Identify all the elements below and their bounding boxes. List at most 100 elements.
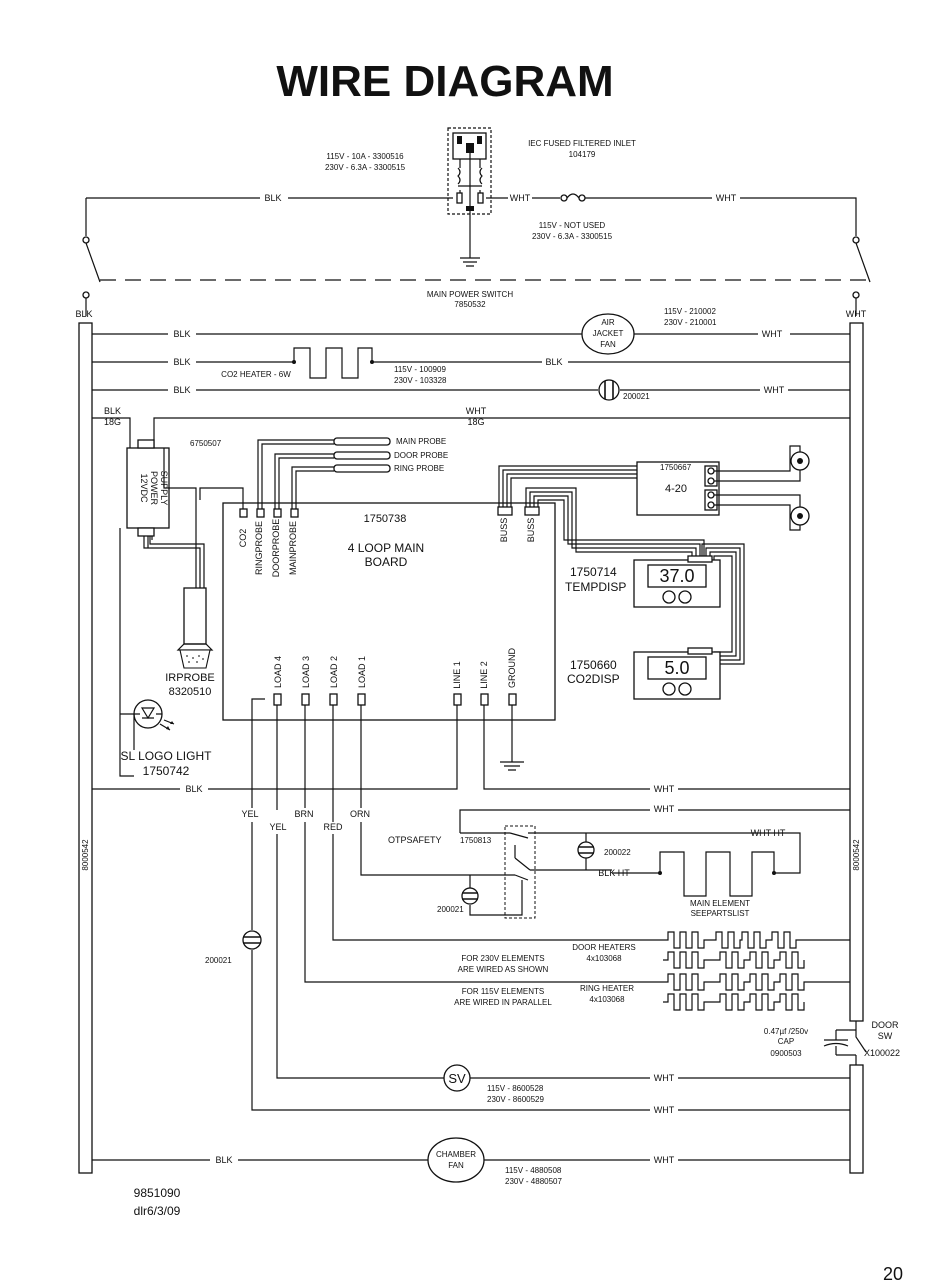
door-heaters-part-label: 4x103068 xyxy=(586,954,622,963)
page-number: 20 xyxy=(883,1264,903,1284)
note-115v-line1: FOR 115V ELEMENTS xyxy=(462,987,545,996)
ir-probe-part-label: 8320510 xyxy=(169,686,212,698)
air-fan-blk-label: BLK xyxy=(173,329,190,339)
note-115v-line2: ARE WIRED IN PARALLEL xyxy=(454,998,552,1007)
ring-probe-label: RING PROBE xyxy=(394,464,444,473)
main-element-wht-wire xyxy=(744,832,801,874)
door-heaters xyxy=(663,931,850,969)
temp-display xyxy=(633,555,721,608)
supply-wht-gauge-label: 18G xyxy=(467,417,484,427)
chamber-fan-label-2: FAN xyxy=(448,1161,464,1170)
right-rail-lower xyxy=(849,1064,864,1174)
board-line2-label: LINE 2 xyxy=(479,661,489,689)
thermo-top-part-label: 200021 xyxy=(623,392,650,401)
converter-name-label: 4-20 xyxy=(665,483,687,495)
board-buss-label-2: BUSS xyxy=(526,518,536,543)
fuse-2 xyxy=(560,193,586,202)
cap-rating-label: 0.47µf /250v xyxy=(764,1027,808,1036)
main-board-name-label-1: 4 LOOP MAIN xyxy=(348,541,424,555)
board-ringprobe-label: RINGPROBE xyxy=(254,521,264,575)
chamber-fan-230-label: 230V - 4880507 xyxy=(505,1177,562,1186)
logo-light xyxy=(120,699,175,750)
co2-display-name-label: CO2DISP xyxy=(567,672,620,686)
load2-red-label: RED xyxy=(323,822,343,832)
main-switch-part-label: 7850532 xyxy=(454,300,486,309)
main-probe-label: MAIN PROBE xyxy=(396,437,446,446)
logo-light-part-label: 1750742 xyxy=(143,764,190,778)
door-probe-label: DOOR PROBE xyxy=(394,451,448,460)
main-switch-name-label: MAIN POWER SWITCH xyxy=(427,290,513,299)
top-wht-label-2: WHT xyxy=(716,193,737,203)
co2-heater-blk-label: BLK xyxy=(173,357,190,367)
right-rail-upper xyxy=(849,322,864,1022)
load1-orn-label: ORN xyxy=(350,809,370,819)
door-sw-label-1: DOOR xyxy=(872,1020,900,1030)
converter-part-label: 1750667 xyxy=(660,463,692,472)
ring-heater-part-label: 4x103068 xyxy=(589,995,625,1004)
thermo-line-wht-label: WHT xyxy=(764,385,785,395)
ring-heater-name-label: RING HEATER xyxy=(580,984,634,993)
ir-probe-name-label: IRPROBE xyxy=(165,672,215,684)
logo-light-name-label: SL LOGO LIGHT xyxy=(121,749,213,763)
note-230v-line1: FOR 230V ELEMENTS xyxy=(461,954,544,963)
load4-yel-label-2: YEL xyxy=(269,822,286,832)
supply-blk-label: BLK xyxy=(104,406,121,416)
chamber-fan-blk-label: BLK xyxy=(215,1155,232,1165)
line1-blk-label: BLK xyxy=(185,784,202,794)
load3-brn-label: BRN xyxy=(294,809,313,819)
inlet-fuse-230-label: 230V - 6.3A - 3300515 xyxy=(325,163,406,172)
diagram-title: WIRE DIAGRAM xyxy=(276,57,613,106)
board-load2-label: LOAD 2 xyxy=(329,656,339,688)
thermo-otp-200021-label: 200021 xyxy=(437,905,464,914)
co2-display xyxy=(633,647,721,700)
fuse2-115-label: 115V - NOT USED xyxy=(539,221,606,230)
door-heaters-name-label: DOOR HEATERS xyxy=(572,943,635,952)
power-supply-label-2: POWER xyxy=(149,471,159,506)
power-supply-part-label: 6750507 xyxy=(190,439,222,448)
air-fan-label-3: FAN xyxy=(600,340,616,349)
co2-display-part-label: 1750660 xyxy=(570,658,617,672)
left-rail xyxy=(78,322,93,1174)
board-load4-label: LOAD 4 xyxy=(273,656,283,688)
probes xyxy=(333,437,391,473)
door-sw-label-2: SW xyxy=(878,1031,893,1041)
board-load3-label: LOAD 3 xyxy=(301,656,311,688)
co2-heater-name-label: CO2 HEATER - 6W xyxy=(221,370,291,379)
thermostat-200021-top xyxy=(598,379,620,401)
main-board xyxy=(222,502,556,721)
air-fan-115-label: 115V - 210002 xyxy=(664,307,716,316)
left-rail-blk-label: BLK xyxy=(75,309,92,319)
board-top-connectors xyxy=(239,506,540,518)
fuse2-230-label: 230V - 6.3A - 3300515 xyxy=(532,232,613,241)
chamber-fan xyxy=(427,1137,485,1183)
wht-ht-label: WHT HT xyxy=(751,828,786,838)
otp-safety xyxy=(460,825,744,919)
right-rail-wht-label: WHT xyxy=(846,309,867,319)
co2-heater-blk-label-2: BLK xyxy=(545,357,562,367)
board-buss-label-1: BUSS xyxy=(499,518,509,543)
inlet-part-label: 104179 xyxy=(569,150,596,159)
otp-wht-label: WHT xyxy=(654,804,675,814)
thermo-line-blk-label: BLK xyxy=(173,385,190,395)
main-element-label-2: SEEPARTSLIST xyxy=(691,909,750,918)
thermo-yel-part-label: 200021 xyxy=(205,956,232,965)
top-blk-label: BLK xyxy=(264,193,281,203)
air-fan-wht-label: WHT xyxy=(762,329,783,339)
main-board-name-label-2: BOARD xyxy=(365,555,408,569)
note-230v-line2: ARE WIRED AS SHOWN xyxy=(458,965,549,974)
top-wht-label-1: WHT xyxy=(510,193,531,203)
chamber-fan-label-1: CHAMBER xyxy=(436,1150,476,1159)
temp-display-part-label: 1750714 xyxy=(570,565,617,579)
solenoid-115-label: 115V - 8600528 xyxy=(487,1084,544,1093)
air-fan-label-1: AIR xyxy=(601,318,615,327)
supply-wht-label: WHT xyxy=(466,406,487,416)
temp-display-value: 37.0 xyxy=(659,566,694,586)
ir-probe xyxy=(176,587,214,669)
otp-part-label: 1750813 xyxy=(460,836,492,845)
doc-number: 9851090 xyxy=(134,1186,181,1200)
board-co2-label: CO2 xyxy=(238,529,248,548)
main-element-heater xyxy=(658,851,776,897)
chamber-fan-115-label: 115V - 4880508 xyxy=(505,1166,562,1175)
door-sw-part-label: X100022 xyxy=(864,1048,900,1058)
